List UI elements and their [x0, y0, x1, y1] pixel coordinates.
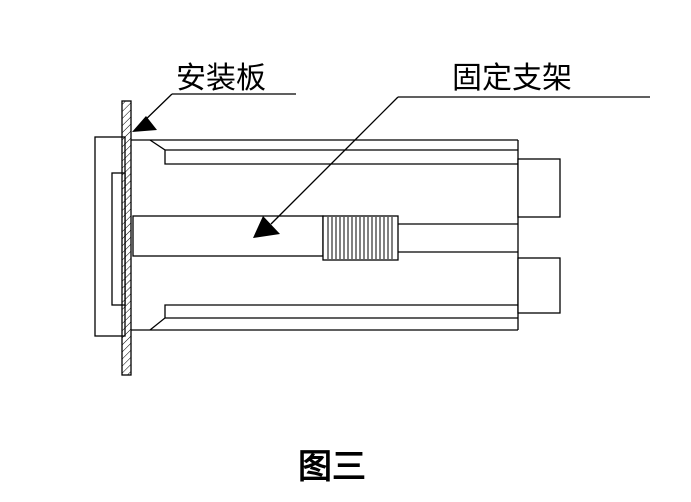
- figure-caption: 图三: [298, 447, 366, 487]
- fixing-bracket-label: 固定支架: [452, 61, 572, 96]
- leader-arrowhead: [132, 116, 157, 132]
- upper-rear-terminal: [517, 158, 561, 218]
- mounting-plate-label: 安装板: [176, 61, 266, 96]
- leader-arrowhead: [253, 216, 280, 238]
- lower-rear-terminal: [517, 257, 561, 314]
- lower-clip: [149, 304, 518, 331]
- upper-clip: [149, 139, 518, 165]
- mounting-plate-leader: [132, 93, 296, 132]
- front-bezel: [94, 136, 126, 337]
- rod-thread: [327, 217, 393, 259]
- fixing-bracket-leader: [253, 96, 650, 238]
- mounting-plate: [121, 100, 132, 376]
- fixing-bracket-rod: [132, 215, 518, 261]
